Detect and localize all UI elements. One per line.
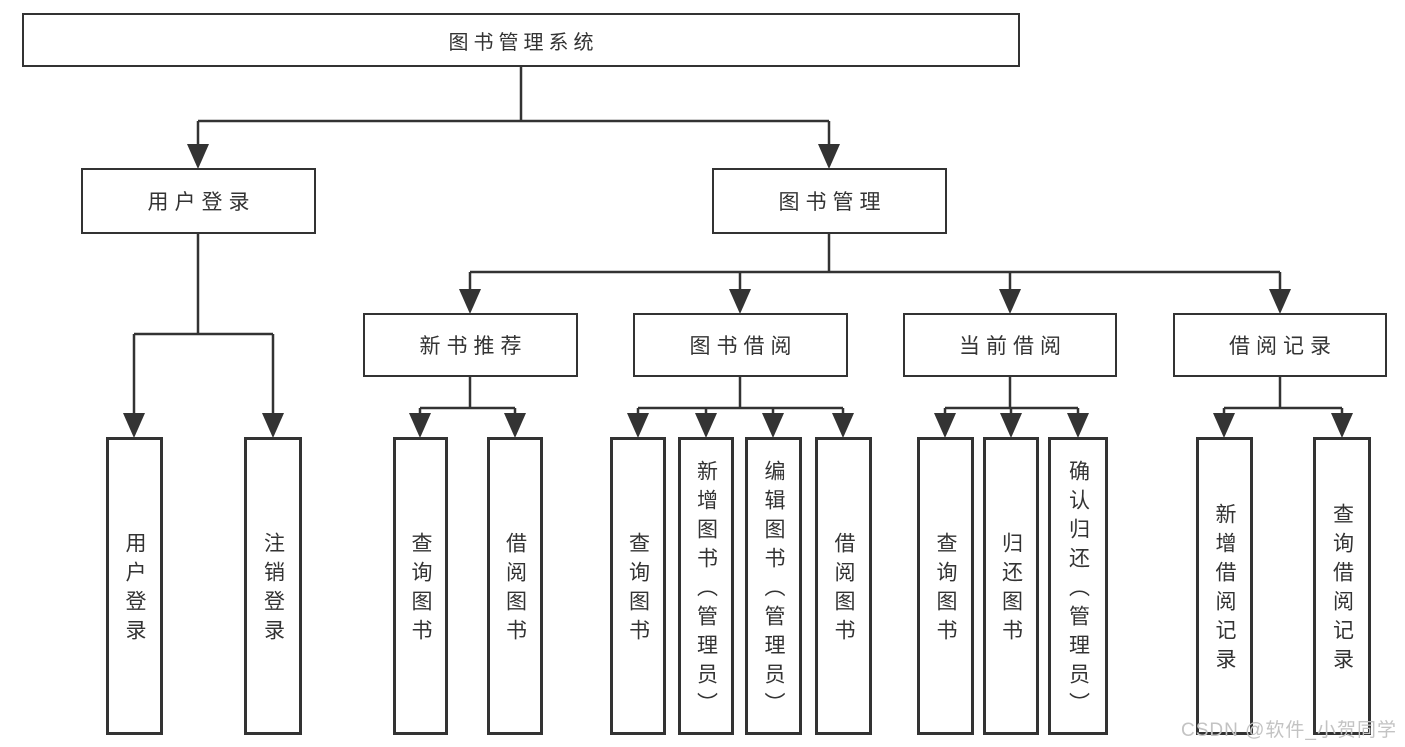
leaf-add-books-admin: 新增图书（管理员） xyxy=(678,437,734,735)
node-user-login: 用户登录 xyxy=(81,168,316,234)
node-borrowing-records: 借阅记录 xyxy=(1173,313,1387,377)
leaf-user-login: 用户登录 xyxy=(106,437,163,735)
node-label: 借阅记录 xyxy=(1229,335,1337,358)
node-label: 借阅图书 xyxy=(832,532,855,648)
node-label: 新书推荐 xyxy=(419,335,528,358)
leaf-query-books-recommend: 查询图书 xyxy=(393,437,448,735)
leaf-borrow-books-recommend: 借阅图书 xyxy=(487,437,543,735)
leaf-borrow-books-borrowing: 借阅图书 xyxy=(815,437,872,735)
node-library-management-system: 图书管理系统 xyxy=(22,13,1020,67)
leaf-query-borrow-record: 查询借阅记录 xyxy=(1313,437,1371,735)
node-label: 图书管理系统 xyxy=(448,31,599,54)
node-label: 新增借阅记录 xyxy=(1213,503,1236,677)
node-current-borrowing: 当前借阅 xyxy=(903,313,1117,377)
leaf-add-borrow-record: 新增借阅记录 xyxy=(1196,437,1253,735)
leaf-confirm-return-admin: 确认归还（管理员） xyxy=(1048,437,1108,735)
leaf-edit-books-admin: 编辑图书（管理员） xyxy=(745,437,802,735)
node-label: 注销登录 xyxy=(261,532,285,648)
node-book-management: 图书管理 xyxy=(712,168,947,234)
node-label: 编辑图书（管理员） xyxy=(762,459,785,721)
node-label: 用户登录 xyxy=(147,191,256,214)
csdn-watermark: CSDN @软件_小贺同学 xyxy=(1181,720,1397,741)
node-label: 当前借阅 xyxy=(959,335,1067,358)
node-label: 归还图书 xyxy=(999,532,1023,648)
node-label: 图书管理 xyxy=(778,191,887,214)
leaf-query-books-current: 查询图书 xyxy=(917,437,974,735)
node-label: 查询借阅记录 xyxy=(1330,503,1354,677)
node-label: 用户登录 xyxy=(123,532,146,648)
node-label: 新增图书（管理员） xyxy=(694,459,718,721)
node-label: 借阅图书 xyxy=(503,532,527,648)
node-new-book-recommendation: 新书推荐 xyxy=(363,313,578,377)
node-label: 图书借阅 xyxy=(689,335,798,358)
leaf-logout: 注销登录 xyxy=(244,437,302,735)
leaf-query-books-borrowing: 查询图书 xyxy=(610,437,666,735)
node-label: 确认归还（管理员） xyxy=(1066,459,1090,721)
node-label: 查询图书 xyxy=(626,532,650,648)
node-label: 查询图书 xyxy=(934,532,957,648)
node-book-borrowing: 图书借阅 xyxy=(633,313,848,377)
leaf-return-books: 归还图书 xyxy=(983,437,1039,735)
node-label: 查询图书 xyxy=(409,532,432,648)
